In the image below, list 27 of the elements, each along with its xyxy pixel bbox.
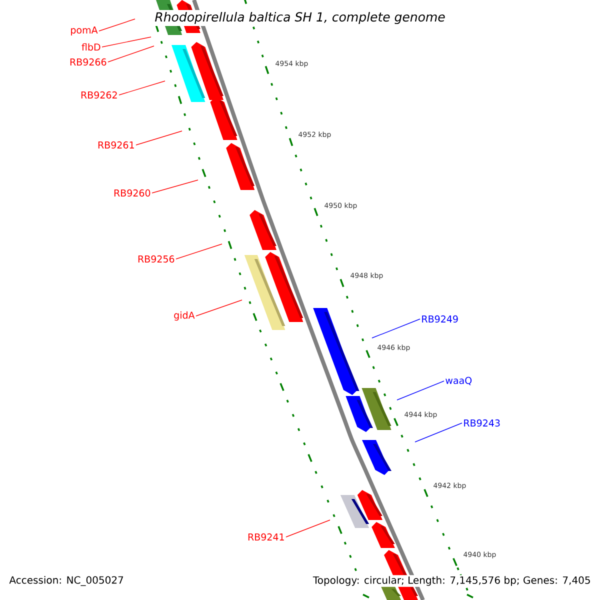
gene-label: pomA [71, 26, 98, 36]
leader-line [98, 18, 136, 32]
leader-line [152, 180, 198, 194]
leader-line [196, 300, 242, 316]
leader-line [136, 130, 182, 146]
leader-line [396, 380, 444, 400]
title: Rhodopirellula baltica SH 1, complete genome [152, 10, 448, 26]
leader-line [372, 318, 420, 338]
gene-label: RB9261 [98, 141, 134, 149]
gene-label: RB9243 [464, 419, 500, 427]
gene-label: gidA [174, 311, 195, 321]
gene-label: RB9266 [70, 58, 106, 66]
leader-line [102, 36, 152, 48]
leader-line [108, 46, 154, 62]
gene-label: flbD [82, 43, 100, 51]
gene-label: RB9241 [248, 533, 284, 541]
gene-label: RB9262 [81, 91, 117, 99]
leader-line [118, 80, 166, 96]
gene-label: RB9260 [114, 189, 150, 197]
genome-info-text: Topology: circular; Length: 7,145,576 bp; Genes: 7,405 [312, 575, 592, 587]
leader-line [176, 244, 222, 260]
leader-line [414, 422, 462, 442]
leader-line [286, 520, 330, 538]
gene-label: waaQ [446, 376, 472, 386]
gene-label: RB9249 [422, 315, 458, 323]
gene-label: RB9256 [138, 255, 174, 263]
accession-text: Accession: NC_005027 [8, 575, 125, 587]
